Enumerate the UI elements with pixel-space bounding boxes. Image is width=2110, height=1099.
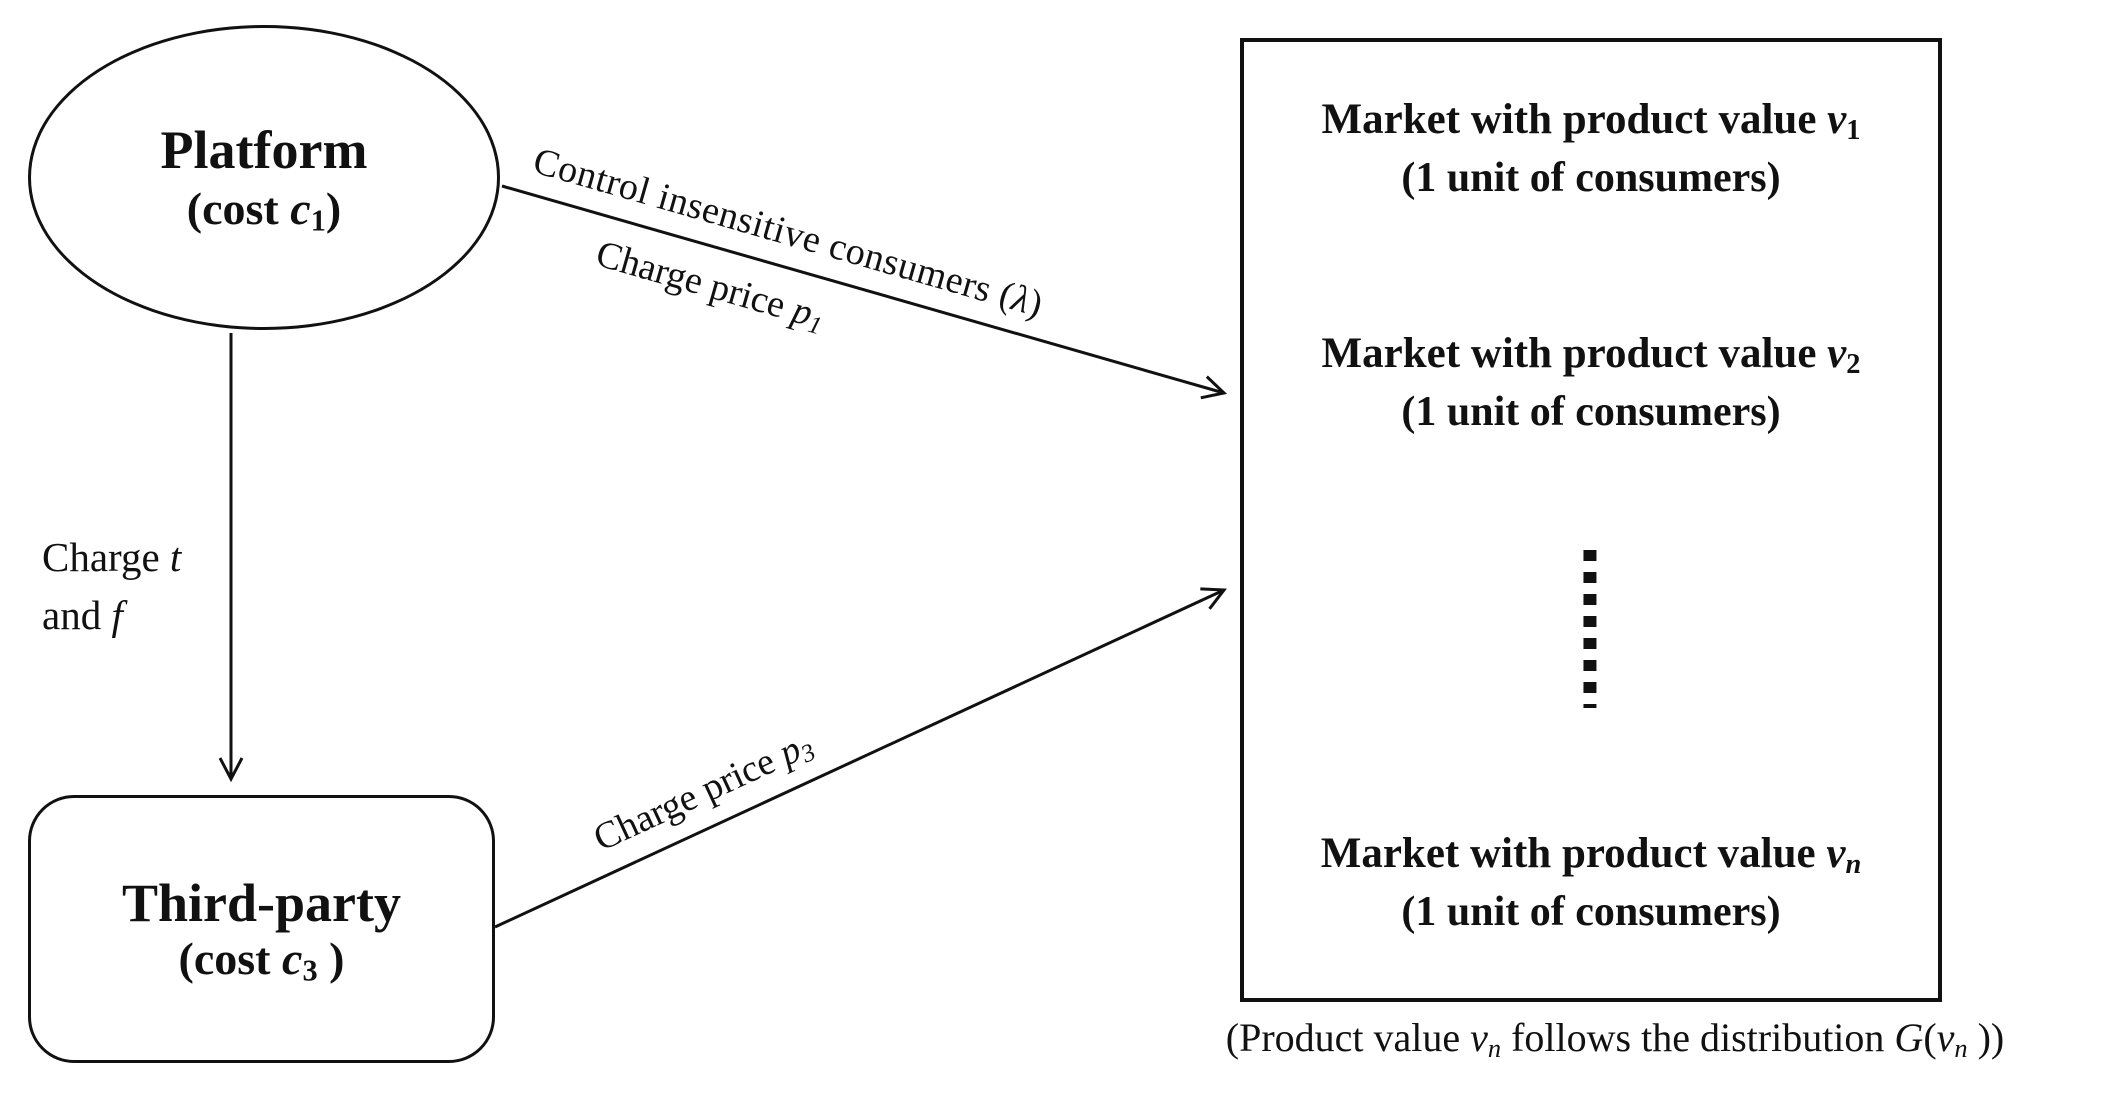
platform-node: Platform (cost c1): [28, 25, 500, 330]
market-row-n: Market with product value vn (1 unit of …: [1244, 824, 1938, 942]
markets-box: Market with product value v1 (1 unit of …: [1240, 38, 1942, 1002]
market-row-2-subtitle: (1 unit of consumers): [1401, 389, 1781, 435]
market-row-n-title: Market with product value vn: [1320, 830, 1862, 881]
vertical-ellipsis: [1583, 550, 1597, 708]
third-party-node: Third-party (cost c3 ): [28, 795, 495, 1063]
distribution-caption: (Product value vn follows the distributi…: [1225, 1015, 2005, 1063]
third-party-title: Third-party: [121, 872, 402, 933]
market-row-2-title: Market with product value v2: [1321, 330, 1861, 381]
market-row-2: Market with product value v2 (1 unit of …: [1244, 324, 1938, 442]
market-row-n-subtitle: (1 unit of consumers): [1401, 889, 1781, 935]
third-party-cost-label: (cost c3 ): [178, 933, 345, 988]
and-f-line: and f: [42, 592, 123, 638]
market-row-1-subtitle: (1 unit of consumers): [1401, 155, 1781, 201]
platform-title: Platform: [160, 120, 368, 180]
market-row-1: Market with product value v1 (1 unit of …: [1244, 90, 1938, 208]
arrow-thirdparty-to-markets: [494, 587, 1227, 929]
charge-t-line: Charge t: [42, 534, 182, 580]
market-row-1-title: Market with product value v1: [1321, 96, 1861, 147]
platform-cost-label: (cost c1): [186, 182, 342, 238]
charge-t-and-f-label: Charge t and f: [42, 528, 181, 644]
arrow-platform-to-markets: [501, 184, 1228, 400]
